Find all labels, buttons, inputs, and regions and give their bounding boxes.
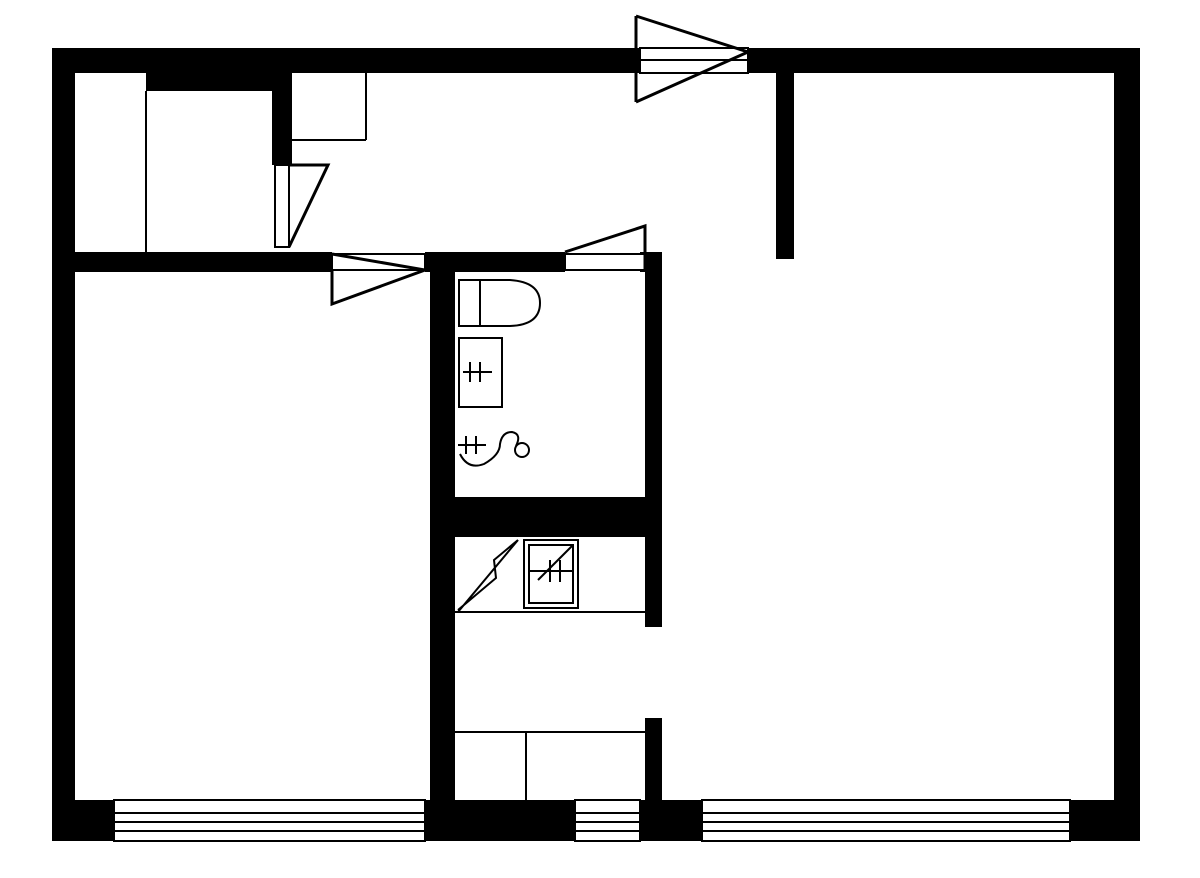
shower-icon — [458, 430, 530, 467]
bottom-wall-right-corner — [1070, 800, 1140, 841]
bottom-wall-pier — [640, 800, 702, 841]
kitchenette — [455, 539, 645, 613]
closet — [145, 73, 367, 252]
top-wall-right — [748, 48, 1140, 73]
room-living-room — [662, 259, 1114, 800]
top-wall-left — [52, 48, 640, 73]
room-bathroom — [455, 272, 645, 497]
room-closet — [75, 91, 272, 252]
bedroom-top-wall-mid — [425, 252, 565, 272]
window-kitchen — [574, 799, 641, 842]
bathroom — [458, 279, 542, 467]
entry-door — [634, 14, 753, 104]
living-room-partition — [776, 73, 794, 259]
room-bedroom — [75, 272, 430, 800]
toilet-icon — [458, 279, 542, 327]
gas-line-icon — [457, 539, 519, 613]
bathroom-door — [564, 223, 647, 271]
window-icon — [113, 799, 426, 842]
bedroom-right-wall — [430, 252, 455, 802]
exterior-walls — [52, 48, 1140, 841]
interior-walls — [75, 73, 794, 802]
bedroom-door — [330, 252, 431, 307]
left-wall — [52, 48, 75, 841]
bottom-wall-center — [425, 800, 575, 841]
room-kitchenette — [455, 537, 645, 800]
cabinet — [455, 731, 645, 800]
closet-top-wall — [146, 73, 292, 91]
window-living — [701, 799, 1071, 842]
door-swing-icon — [564, 253, 646, 271]
kitchen-right-stub-wall — [645, 718, 662, 802]
door-swing-icon — [274, 164, 290, 248]
bottom-wall-left-corner — [52, 800, 114, 841]
window-icon — [574, 799, 641, 842]
stove-icon — [523, 539, 579, 609]
window-left — [113, 799, 426, 842]
closet-divider-wall — [272, 73, 292, 165]
right-wall — [1114, 48, 1140, 841]
closet-door — [274, 163, 331, 248]
window-icon — [701, 799, 1071, 842]
bathroom-right-wall — [645, 252, 662, 627]
room-hallway — [292, 73, 776, 252]
sink-icon — [458, 337, 503, 408]
bathroom-bottom-wall — [455, 497, 662, 537]
bedroom-top-wall-left — [75, 252, 332, 272]
